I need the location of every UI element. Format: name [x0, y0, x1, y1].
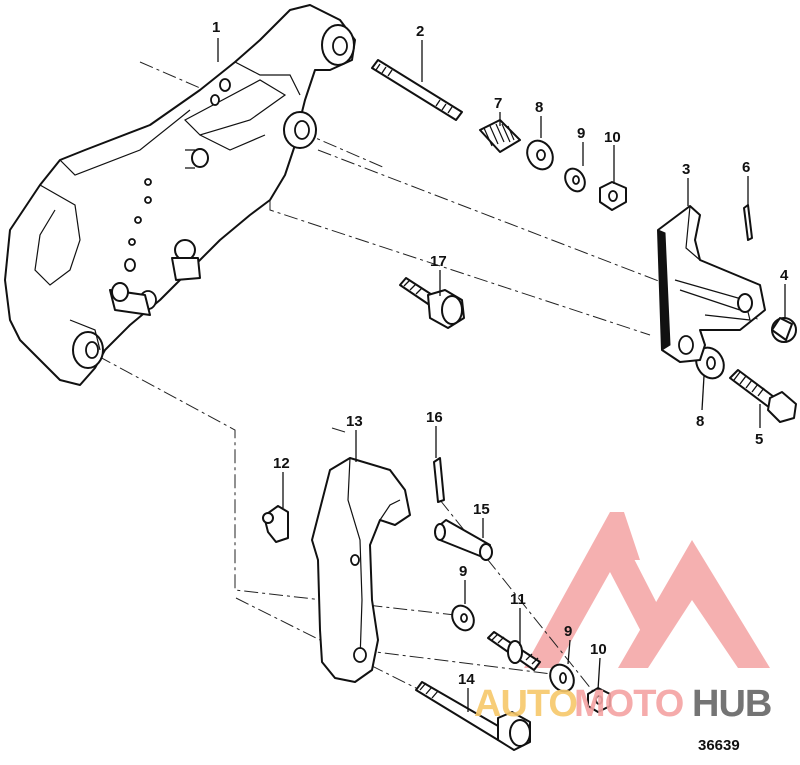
figure-number: 36639 — [698, 737, 740, 754]
spring-part-7 — [479, 119, 521, 153]
callout-16: 16 — [426, 409, 443, 426]
callout-9-upper: 9 — [577, 125, 585, 142]
watermark-word-moto: MOTO — [574, 683, 683, 725]
stud-part-11 — [487, 631, 541, 671]
callout-2: 2 — [416, 23, 424, 40]
watermark-word-auto: AUTO — [474, 683, 577, 725]
callout-3: 3 — [682, 161, 690, 178]
bolt-part-17 — [399, 277, 465, 329]
cotter-pin-part-16 — [433, 457, 445, 503]
nut-part-10-upper — [599, 181, 627, 211]
callout-17: 17 — [430, 253, 447, 270]
bolt-part-14 — [415, 681, 531, 751]
callout-14: 14 — [458, 671, 475, 688]
washer-part-9-lower — [549, 663, 575, 693]
clip-part-12 — [262, 505, 289, 543]
washer-part-8-upper — [526, 139, 554, 171]
callout-7: 7 — [494, 95, 502, 112]
watermark-text: AUTO MOTO HUB — [474, 683, 772, 725]
main-bracket-part-1 — [4, 4, 356, 386]
callout-8-lower: 8 — [696, 413, 704, 430]
callout-5: 5 — [755, 431, 763, 448]
callout-12: 12 — [273, 455, 290, 472]
callout-15: 15 — [473, 501, 490, 518]
lower-lever-part-13 — [311, 457, 411, 683]
callout-1: 1 — [212, 19, 220, 36]
watermark-logo — [524, 512, 770, 668]
callout-9-lower: 9 — [564, 623, 572, 640]
callout-10-lower: 10 — [590, 641, 607, 658]
callout-10-upper: 10 — [604, 129, 621, 146]
callout-11: 11 — [510, 591, 526, 608]
watermark-word-hub: HUB — [692, 683, 771, 725]
cotter-pin-part-6 — [743, 204, 753, 241]
washer-part-9-upper — [564, 167, 586, 193]
callout-13: 13 — [346, 413, 363, 430]
callout-labels: 1 2 3 4 5 6 7 8 8 9 9 9 10 10 11 12 13 1… — [212, 19, 789, 688]
washer-part-9-middle — [451, 604, 475, 632]
callout-4: 4 — [780, 267, 789, 284]
shift-lever-part-3 — [657, 205, 766, 363]
callout-6: 6 — [742, 159, 750, 176]
callout-9-middle: 9 — [459, 563, 467, 580]
callout-8-upper: 8 — [535, 99, 543, 116]
pin-part-15 — [434, 519, 493, 561]
bolt-part-5 — [729, 369, 797, 423]
threaded-rod-part-2 — [371, 59, 463, 121]
leader-lines — [217, 38, 786, 712]
cap-part-4 — [771, 317, 797, 343]
